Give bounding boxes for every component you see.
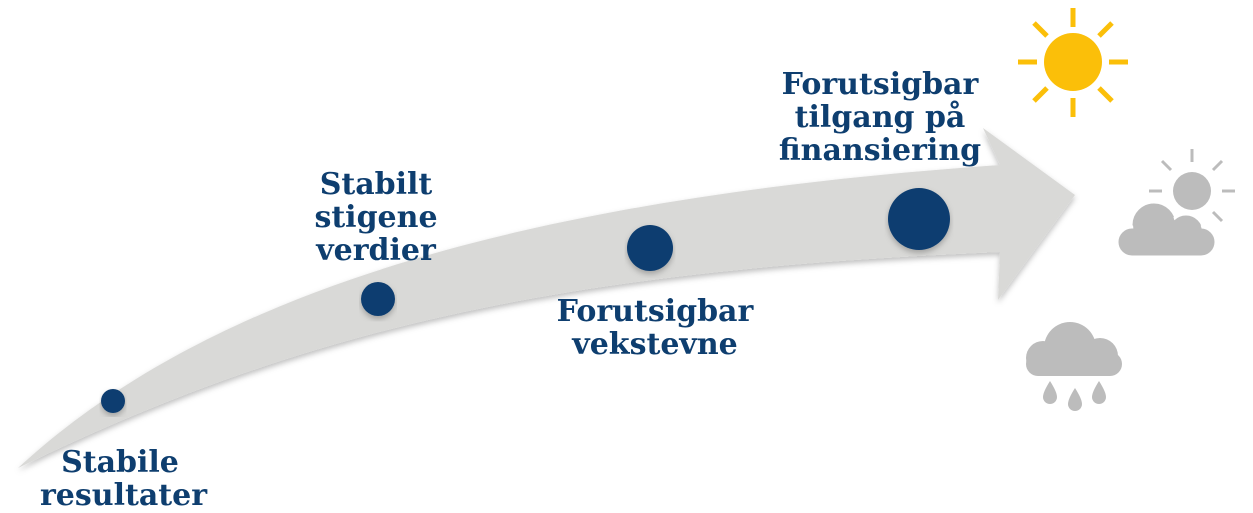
stage-label-2-line3: verdier: [316, 233, 436, 268]
stage-dot-4: [888, 188, 950, 250]
stage-label-1: Stabile resultater: [40, 445, 208, 513]
stage-label-2-line1: Stabilt: [319, 167, 433, 202]
stage-label-3-line1: Forutsigbar: [556, 294, 754, 329]
stage-label-4: Forutsigbar tilgang på finansiering: [770, 68, 990, 167]
stage-label-4-line1: Forutsigbar: [781, 67, 979, 102]
stage-label-1-line1: Stabile: [61, 445, 179, 480]
stage-label-3: Forutsigbar vekstevne: [545, 295, 765, 361]
stage-label-2: Stabilt stigene verdier: [296, 168, 456, 267]
stage-label-3-line2: vekstevne: [572, 327, 738, 362]
stage-dot-1: [101, 389, 125, 413]
stage-label-1-line2: resultater: [40, 478, 208, 513]
partly-cloudy-icon: [1115, 149, 1235, 259]
stage-label-4-line2: tilgang på: [794, 100, 966, 135]
rain-cloud-icon: [1026, 322, 1122, 411]
growth-arrow: [18, 128, 1075, 468]
sun-icon: [1018, 8, 1128, 117]
stage-dot-2: [361, 282, 395, 316]
stage-dot-3: [627, 225, 673, 271]
stage-label-4-line3: finansiering: [778, 133, 982, 168]
stage-label-2-line2: stigene: [314, 200, 438, 235]
